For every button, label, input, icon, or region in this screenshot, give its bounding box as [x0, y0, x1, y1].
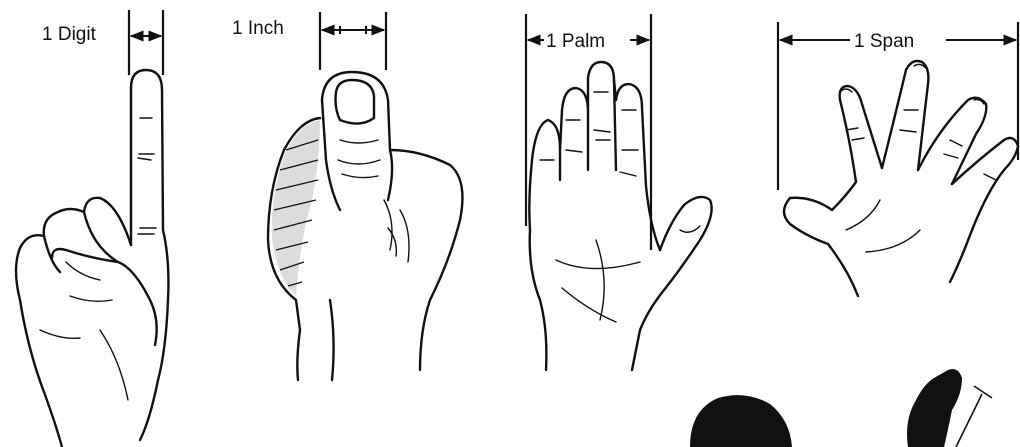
open-palm-drawing — [529, 62, 711, 370]
span-label: 1 Span — [854, 31, 914, 52]
digit-figure: 1 Digit — [16, 10, 168, 447]
inch-figure: 1 Inch — [232, 12, 462, 380]
palm-figure: 1 Palm — [526, 14, 712, 370]
spread-hand-drawing — [784, 61, 1018, 296]
digit-label: 1 Digit — [42, 24, 97, 45]
palm-label: 1 Palm — [546, 31, 605, 52]
cropped-silhouette-figure — [690, 369, 992, 447]
span-figure: 1 Span — [778, 22, 1018, 296]
pointing-hand-drawing — [16, 70, 168, 447]
inch-label: 1 Inch — [232, 18, 284, 39]
thumb-hand-drawing — [268, 72, 462, 380]
